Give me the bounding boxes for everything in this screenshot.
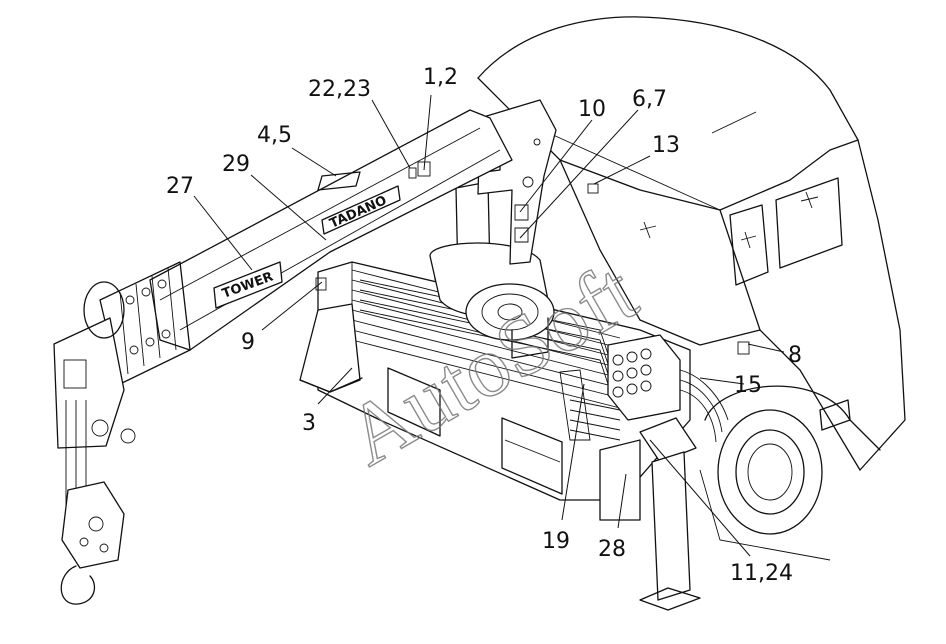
callout-28: 28 bbox=[598, 537, 626, 562]
callout-9: 9 bbox=[241, 330, 255, 355]
callout-15: 15 bbox=[734, 373, 762, 398]
callout-29: 29 bbox=[222, 152, 250, 177]
crane-boom: TOWER TADANO bbox=[99, 109, 513, 385]
callout-8: 8 bbox=[788, 343, 802, 368]
callout-4-5: 4,5 bbox=[257, 123, 292, 148]
callout-1-2: 1,2 bbox=[423, 65, 458, 90]
callout-11-24: 11,24 bbox=[730, 561, 793, 586]
control-valve-block bbox=[607, 334, 729, 443]
callout-3: 3 bbox=[302, 411, 316, 436]
callout-6-7: 6,7 bbox=[632, 87, 667, 112]
callout-19: 19 bbox=[542, 529, 570, 554]
callout-10: 10 bbox=[578, 97, 606, 122]
callout-27: 27 bbox=[166, 174, 194, 199]
callout-22-23: 22,23 bbox=[308, 77, 371, 102]
boom-head-hook bbox=[53, 281, 136, 605]
leader-lines bbox=[193, 94, 785, 557]
callout-labels: 1,2 22,23 4,5 29 27 10 6,7 13 9 3 8 15 1… bbox=[166, 65, 802, 586]
callout-13: 13 bbox=[652, 133, 680, 158]
